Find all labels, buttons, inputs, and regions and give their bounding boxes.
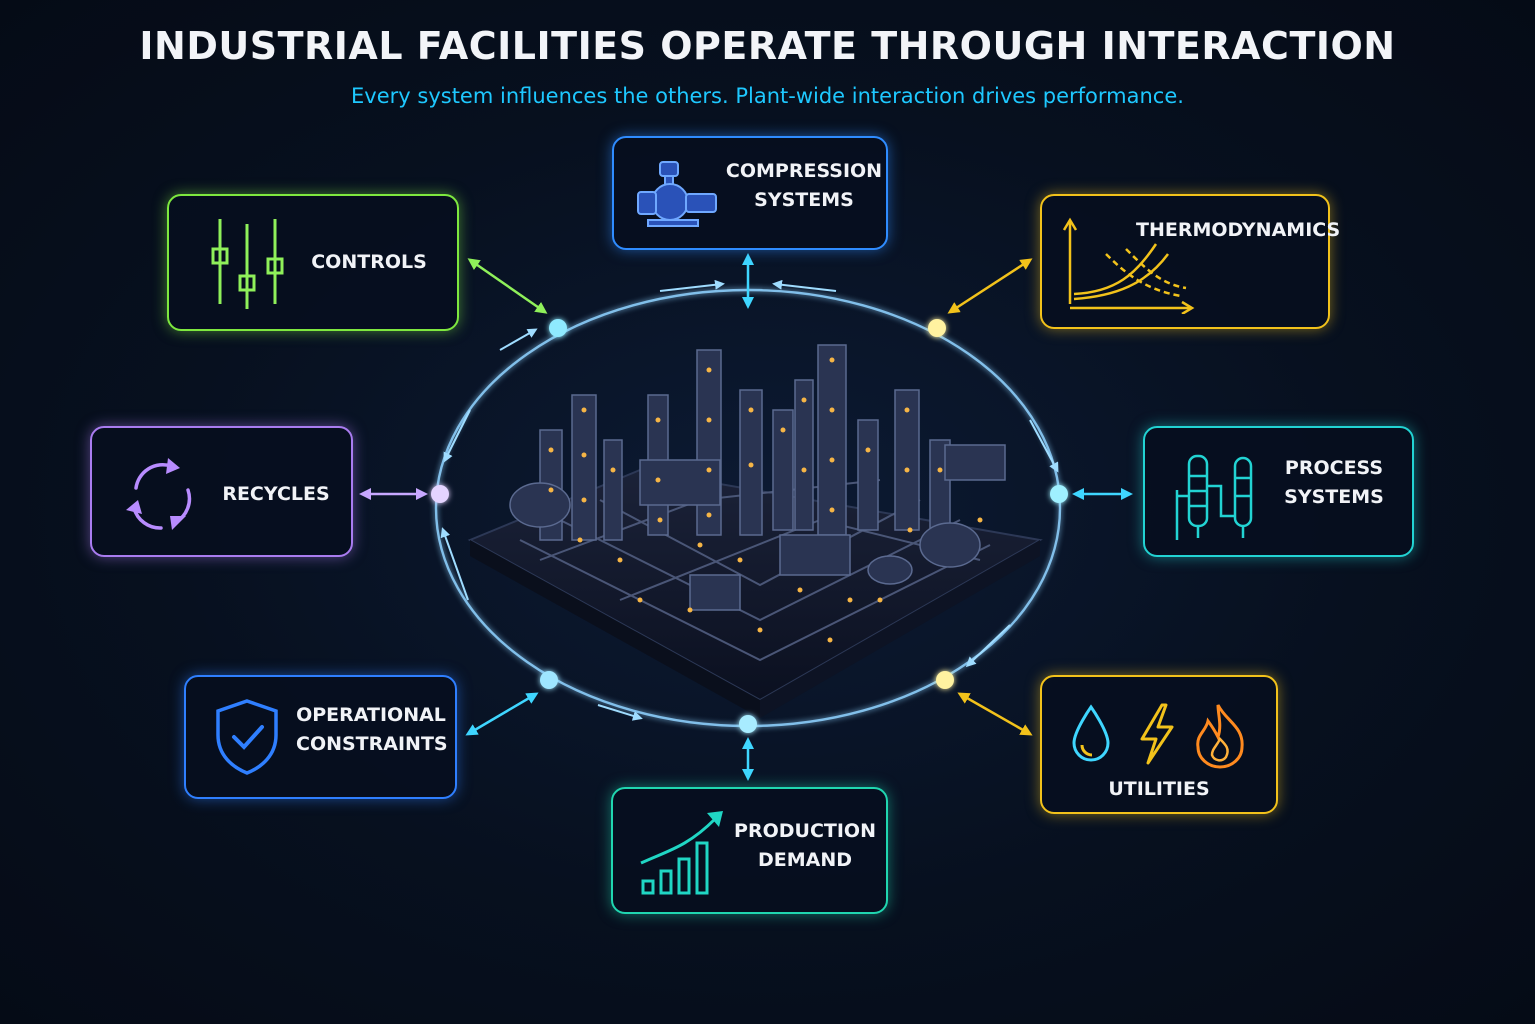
node-process-systems: PROCESS SYSTEMS bbox=[1143, 426, 1414, 557]
utilities-dot bbox=[936, 671, 954, 689]
sliders-icon bbox=[211, 219, 284, 309]
node-label: UTILITIES bbox=[1108, 778, 1210, 800]
curves-graph-icon bbox=[1062, 217, 1195, 314]
page-subtitle: Every system influences the others. Plan… bbox=[351, 84, 1184, 108]
node-compression-systems: COMPRESSION SYSTEMS bbox=[612, 136, 888, 250]
growth-chart-icon bbox=[640, 811, 723, 895]
node-label: PROCESS SYSTEMS bbox=[1284, 457, 1384, 508]
compressor-icon bbox=[637, 161, 717, 227]
thermodynamics-dot bbox=[928, 319, 946, 337]
production-dot bbox=[739, 715, 757, 733]
node-controls: CONTROLS bbox=[167, 194, 459, 331]
constraints-dot bbox=[540, 671, 558, 689]
node-label: CONTROLS bbox=[311, 251, 427, 273]
node-label: RECYCLES bbox=[222, 483, 330, 505]
shield-check-icon bbox=[216, 699, 278, 775]
process-dot bbox=[1050, 485, 1068, 503]
link-arrows bbox=[359, 253, 1133, 781]
node-operational-constraints: OPERATIONAL CONSTRAINTS bbox=[184, 675, 457, 799]
node-thermodynamics: THERMODYNAMICS bbox=[1040, 194, 1341, 329]
water-power-fire-icon bbox=[1072, 703, 1244, 769]
node-recycles: RECYCLES bbox=[90, 426, 353, 557]
recycles-dot bbox=[431, 485, 449, 503]
node-label: THERMODYNAMICS bbox=[1136, 219, 1341, 241]
node-label: OPERATIONAL CONSTRAINTS bbox=[296, 704, 448, 755]
recycle-arrows-icon bbox=[126, 458, 192, 530]
connector-dots bbox=[431, 319, 1068, 733]
node-label: COMPRESSION SYSTEMS bbox=[725, 160, 883, 211]
industrial-plant-icon bbox=[467, 344, 1043, 718]
node-production-demand: PRODUCTION DEMAND bbox=[611, 787, 888, 914]
page-title: INDUSTRIAL FACILITIES OPERATE THROUGH IN… bbox=[139, 24, 1396, 68]
distillation-columns-icon bbox=[1175, 454, 1253, 540]
node-utilities: UTILITIES bbox=[1040, 675, 1278, 814]
controls-dot bbox=[549, 319, 567, 337]
node-label: PRODUCTION DEMAND bbox=[734, 820, 876, 871]
loop-arrows bbox=[440, 279, 1059, 721]
